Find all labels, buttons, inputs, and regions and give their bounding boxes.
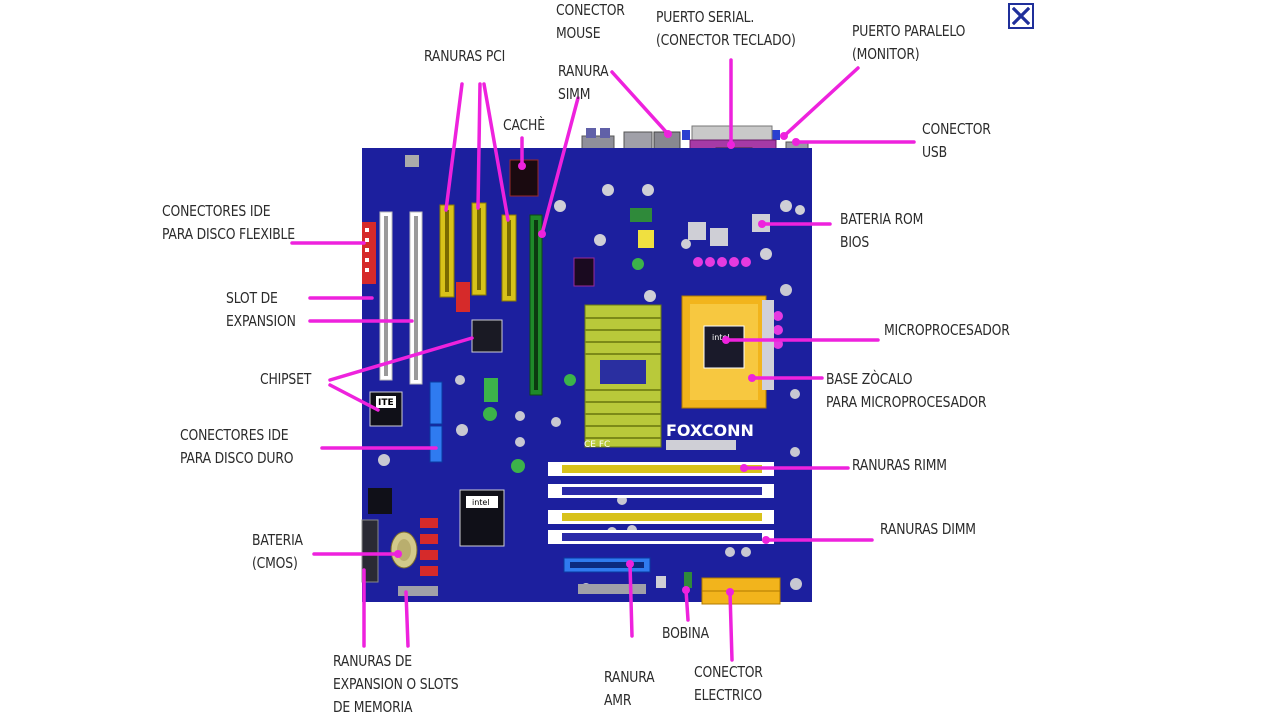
label-line: BASE ZÒCALO: [826, 370, 913, 388]
label-line: CONECTOR: [694, 663, 763, 681]
label-base-zocalo: BASE ZÒCALO PARA MICROPROCESADOR: [826, 368, 987, 414]
label-ranuras-pci: RANURAS PCI: [424, 45, 505, 68]
label-line: USB: [922, 143, 947, 161]
close-x-icon: [1012, 7, 1030, 25]
pointer-endpoints: [394, 130, 800, 596]
label-conector-mouse: CONECTOR MOUSE: [556, 0, 625, 45]
label-conector-electrico: CONECTOR ELECTRICO: [694, 661, 763, 707]
label-line: RANURA: [604, 668, 655, 686]
small-components-top: [405, 155, 805, 302]
label-conectores-ide-duro: CONECTORES IDE PARA DISCO DURO: [180, 424, 294, 470]
expansion-slots-white: [379, 211, 423, 385]
label-microprocesador: MICROPROCESADOR: [884, 319, 1010, 342]
label-line: RANURAS RIMM: [852, 456, 947, 474]
label-line: BOBINA: [662, 624, 709, 642]
label-conectores-ide-flexible: CONECTORES IDE PARA DISCO FLEXIBLE: [162, 200, 295, 246]
close-button[interactable]: [1008, 3, 1034, 29]
label-line: CONECTORES IDE: [162, 202, 271, 220]
label-line: PARA DISCO FLEXIBLE: [162, 225, 295, 243]
power-connector: [701, 577, 781, 605]
label-line: CONECTOR: [556, 1, 625, 19]
label-line: SIMM: [558, 85, 591, 103]
label-line: (CMOS): [252, 554, 298, 572]
coil: [684, 572, 692, 588]
label-puerto-paralelo: PUERTO PARALELO (MONITOR): [852, 20, 965, 66]
label-bateria-rom: BATERIA ROM BIOS: [840, 208, 923, 254]
simm-slot: [529, 214, 543, 396]
label-line: BATERIA: [252, 531, 303, 549]
ide-hdd-connectors: [429, 381, 443, 463]
label-line: CONECTORES IDE: [180, 426, 289, 444]
label-line: BIOS: [840, 233, 870, 251]
cpu-socket: [681, 295, 774, 409]
label-line: EXPANSION: [226, 312, 296, 330]
ide-floppy-connector: [362, 222, 376, 284]
label-line: EXPANSION O SLOTS: [333, 675, 459, 693]
memory-slots: [548, 462, 774, 544]
label-line: (MONITOR): [852, 45, 920, 63]
ite-chip-label: ITE: [378, 398, 394, 408]
label-ranuras-rimm: RANURAS RIMM: [852, 454, 947, 477]
label-line: SLOT DE: [226, 289, 278, 307]
capacitor-row: [693, 257, 783, 349]
label-line: CONECTOR: [922, 120, 991, 138]
label-puerto-serial: PUERTO SERIAL. (CONECTOR TECLADO): [656, 6, 796, 52]
green-components: [483, 258, 644, 473]
label-line: MOUSE: [556, 24, 601, 42]
label-cache: CACHÈ: [503, 114, 545, 137]
label-line: PARA DISCO DURO: [180, 449, 294, 467]
label-line: MICROPROCESADOR: [884, 321, 1010, 339]
label-line: RANURAS PCI: [424, 47, 506, 65]
label-line: (CONECTOR TECLADO): [656, 31, 796, 49]
intel-chip-label-2: intel: [712, 333, 730, 342]
label-ranura-amr: RANURA AMR: [604, 666, 655, 712]
label-bateria-cmos: BATERIA (CMOS): [252, 529, 303, 575]
label-line: PUERTO PARALELO: [852, 22, 966, 40]
pointer-lines: [290, 58, 916, 662]
label-line: CHIPSET: [260, 370, 312, 388]
label-ranuras-dimm: RANURAS DIMM: [880, 518, 976, 541]
label-line: AMR: [604, 691, 632, 709]
board-brand: FOXCONN: [666, 421, 754, 440]
label-ranuras-expansion-slots: RANURAS DE EXPANSION O SLOTS DE MEMORIA: [333, 650, 459, 719]
label-slot-expansion: SLOT DE EXPANSION: [226, 287, 296, 333]
label-line: RANURAS DIMM: [880, 520, 976, 538]
small-component: [656, 576, 666, 588]
label-ranura-simm: RANURA SIMM: [558, 60, 609, 106]
label-chipset: CHIPSET: [260, 368, 311, 391]
label-line: BATERIA ROM: [840, 210, 924, 228]
label-line: DE MEMORIA: [333, 698, 413, 716]
label-bobina: BOBINA: [662, 622, 709, 645]
pci-slots: [439, 202, 517, 312]
label-line: CACHÈ: [503, 116, 545, 134]
label-line: RANURA: [558, 62, 609, 80]
label-conector-usb: CONECTOR USB: [922, 118, 991, 164]
board-ce-mark: CE FC: [584, 440, 610, 450]
label-line: PARA MICROPROCESADOR: [826, 393, 987, 411]
heatsink: [584, 304, 662, 448]
intel-chip-label-1: intel: [472, 498, 490, 507]
label-line: ELECTRICO: [694, 686, 762, 704]
label-line: PUERTO SERIAL.: [656, 8, 755, 26]
board-label-sticker: [666, 440, 736, 450]
label-line: RANURAS DE: [333, 652, 412, 670]
